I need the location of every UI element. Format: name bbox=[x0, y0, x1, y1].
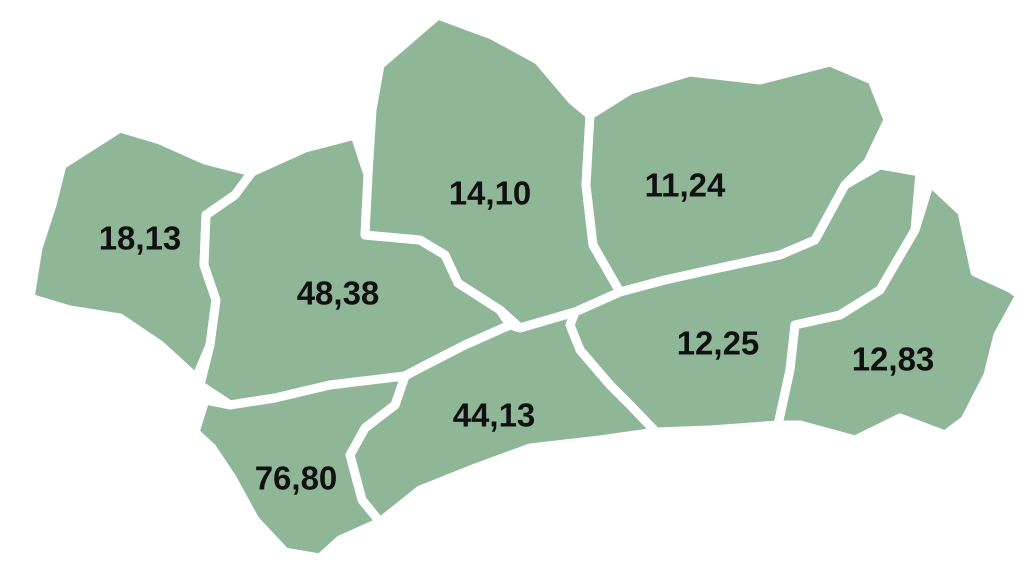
region-almeria bbox=[773, 177, 1023, 445]
label-granada: 12,25 bbox=[677, 325, 760, 362]
label-cadiz: 76,80 bbox=[255, 460, 338, 497]
label-almeria: 12,83 bbox=[852, 341, 935, 378]
label-huelva: 18,13 bbox=[99, 220, 182, 257]
region-cadiz bbox=[190, 371, 410, 563]
label-jaen: 11,24 bbox=[645, 167, 726, 204]
label-malaga: 44,13 bbox=[453, 397, 536, 434]
label-cordoba: 14,10 bbox=[449, 175, 532, 212]
label-sevilla: 48,38 bbox=[297, 275, 380, 312]
